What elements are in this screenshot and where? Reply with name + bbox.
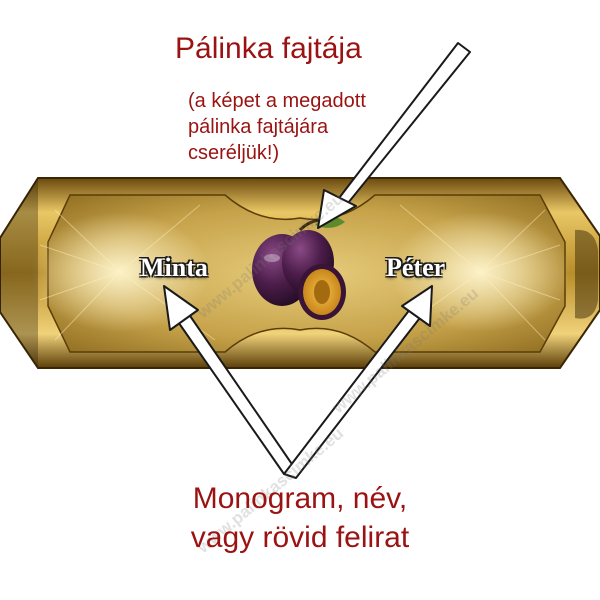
caption-note-line: cseréljük!)	[188, 142, 280, 164]
caption-bottom-line: Monogram, név,	[192, 482, 408, 515]
label-name-left: Minta	[140, 253, 208, 282]
arrow-to-fruit	[317, 42, 471, 229]
label-name-right: Péter	[386, 253, 446, 282]
caption-title: Pálinka fajtája	[175, 32, 362, 65]
caption-note-line: pálinka fajtájára	[188, 116, 329, 138]
caption-note-line: (a képet a megadott	[188, 90, 366, 112]
plum-icon	[252, 216, 346, 320]
arrows-to-names	[163, 285, 433, 479]
caption-note: (a képet a megadott pálinka fajtájára cs…	[188, 88, 418, 166]
caption-bottom-line: vagy rövid felirat	[190, 521, 410, 554]
